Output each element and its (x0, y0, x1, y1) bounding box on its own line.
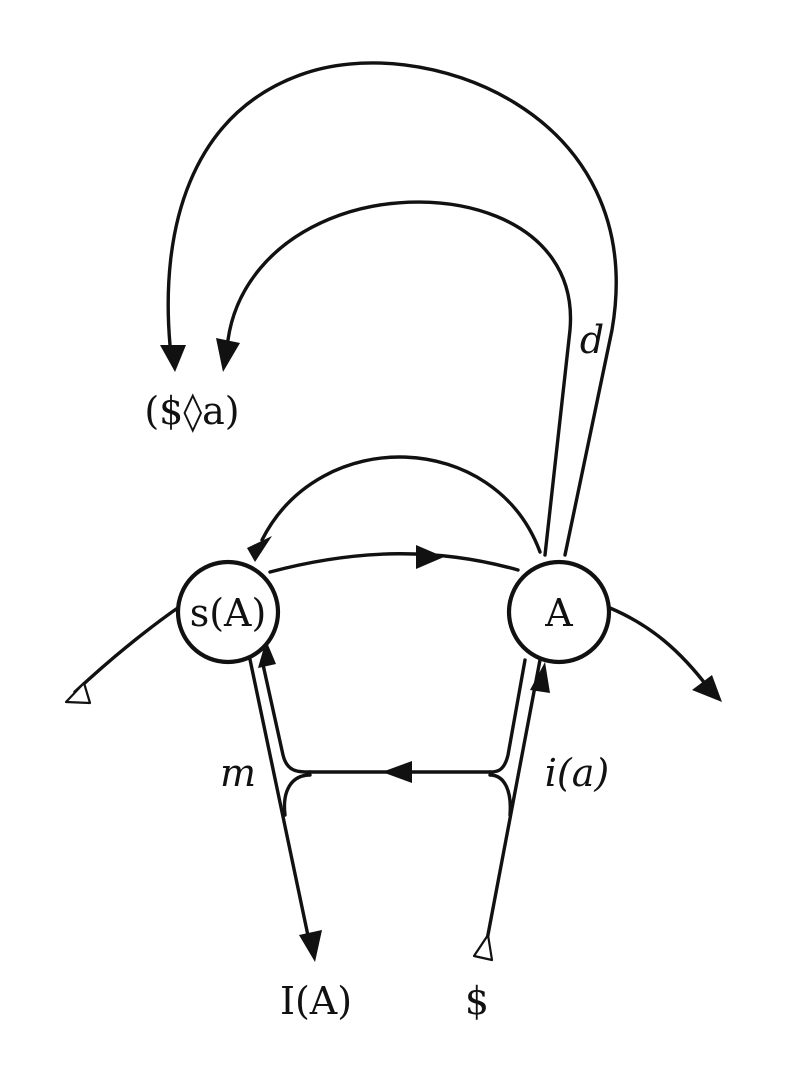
subject-label: $ (465, 979, 489, 1023)
ideal-arrowhead (299, 930, 322, 962)
left-vertical-inner (260, 658, 312, 774)
signified-node (175, 559, 281, 665)
signified-node-label: s(A) (190, 591, 267, 635)
signifier-node (506, 559, 612, 665)
outer-arc (166, 61, 618, 557)
outer-arc-arrowhead (160, 345, 186, 372)
signifier-node-label: A (544, 591, 573, 635)
upper-middle-arrowhead (247, 536, 272, 562)
right-vertical-inner (488, 658, 527, 774)
ideal-label: I(A) (280, 979, 352, 1023)
right-lower-curve (488, 773, 512, 817)
right-vertical-outer (485, 658, 542, 942)
left-vertical-outer (246, 648, 313, 952)
signifying-chain-left (73, 603, 184, 694)
inner-arc (226, 200, 573, 557)
signifying-chain-end-arrowhead (692, 675, 722, 702)
drive-label: d (580, 318, 604, 362)
signifying-chain-start-marker (64, 681, 92, 705)
horizontal-connector-arrowhead (382, 761, 412, 783)
message-up-arrowhead (258, 640, 276, 668)
image-label: i(a) (545, 751, 609, 795)
image-up-arrowhead (530, 662, 550, 693)
signifying-chain-arrowhead (416, 545, 444, 569)
signifying-chain-right (608, 606, 712, 692)
signifying-chain-middle (268, 552, 520, 574)
subject-start-marker (472, 933, 494, 962)
upper-middle-arc (260, 455, 542, 554)
message-label: m (220, 751, 256, 795)
fantasy-label: ($◊a) (144, 389, 239, 433)
left-lower-curve (282, 773, 312, 817)
inner-arc-arrowhead (216, 338, 240, 372)
